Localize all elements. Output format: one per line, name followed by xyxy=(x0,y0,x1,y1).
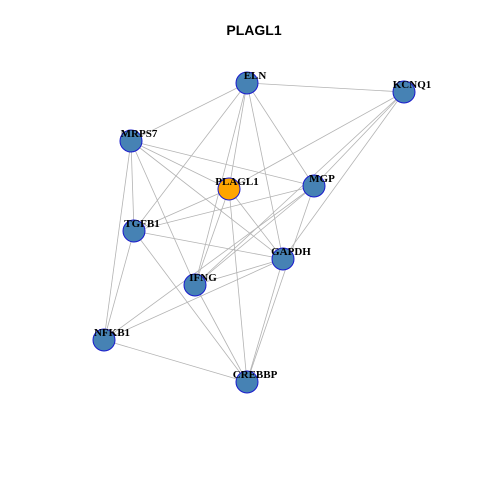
edge-mrps7-plagl1 xyxy=(130,140,230,190)
edge-eln-tgfb1 xyxy=(133,82,248,232)
edge-gapdh-nfkb1 xyxy=(103,258,284,341)
node-layer xyxy=(92,71,416,394)
node-label-gapdh: GAPDH xyxy=(271,246,311,258)
edge-kcnq1-gapdh xyxy=(282,91,405,260)
node-label-ifng: IFNG xyxy=(189,272,217,284)
node-label-eln: ELN xyxy=(244,70,267,82)
node-eln[interactable] xyxy=(235,71,259,95)
edge-gapdh-crebbp xyxy=(246,258,284,383)
edge-tgfb1-gapdh xyxy=(133,230,284,260)
node-tgfb1[interactable] xyxy=(122,219,146,243)
node-ifng[interactable] xyxy=(183,273,207,297)
edge-nfkb1-crebbp xyxy=(103,339,248,383)
edge-mrps7-tgfb1 xyxy=(130,140,135,232)
node-label-nfkb1: NFKB1 xyxy=(94,327,130,339)
edge-kcnq1-mgp xyxy=(313,91,405,187)
node-mrps7[interactable] xyxy=(119,129,143,153)
edge-plagl1-tgfb1 xyxy=(133,188,230,232)
node-label-crebbp: CREBBP xyxy=(233,369,278,381)
edge-kcnq1-plagl1 xyxy=(228,91,405,190)
node-label-tgfb1: TGFB1 xyxy=(124,218,159,230)
edge-plagl1-crebbp xyxy=(228,188,248,383)
node-mgp[interactable] xyxy=(302,174,326,198)
edge-tgfb1-crebbp xyxy=(133,230,248,383)
edge-ifng-crebbp xyxy=(194,284,248,383)
edge-mgp-crebbp xyxy=(246,185,315,383)
edge-mrps7-mgp xyxy=(130,140,315,187)
edge-gapdh-ifng xyxy=(194,258,284,286)
edge-plagl1-gapdh xyxy=(228,188,284,260)
node-label-mrps7: MRPS7 xyxy=(121,128,158,140)
edge-eln-kcnq1 xyxy=(246,82,405,93)
edge-layer xyxy=(103,82,405,383)
node-nfkb1[interactable] xyxy=(92,328,116,352)
node-label-mgp: MGP xyxy=(309,173,335,185)
node-label-plagl1: PLAGL1 xyxy=(215,176,258,188)
edge-eln-mrps7 xyxy=(130,82,248,142)
edge-mrps7-gapdh xyxy=(130,140,284,260)
node-crebbp[interactable] xyxy=(235,370,259,394)
edge-tgfb1-nfkb1 xyxy=(103,230,135,341)
edge-eln-gapdh xyxy=(246,82,284,260)
edge-mrps7-ifng xyxy=(130,140,196,286)
node-gapdh[interactable] xyxy=(271,247,295,271)
edge-eln-mgp xyxy=(246,82,315,187)
edge-mrps7-nfkb1 xyxy=(103,140,132,341)
edge-mgp-ifng xyxy=(194,185,315,286)
edge-mgp-tgfb1 xyxy=(133,185,315,232)
node-kcnq1[interactable] xyxy=(392,80,416,104)
node-plagl1[interactable] xyxy=(217,177,241,201)
edge-mgp-nfkb1 xyxy=(103,185,315,341)
edge-kcnq1-ifng xyxy=(194,91,405,286)
graph-title: PLAGL1 xyxy=(226,22,281,38)
edge-eln-plagl1 xyxy=(228,82,248,190)
node-label-kcnq1: KCNQ1 xyxy=(393,79,432,91)
